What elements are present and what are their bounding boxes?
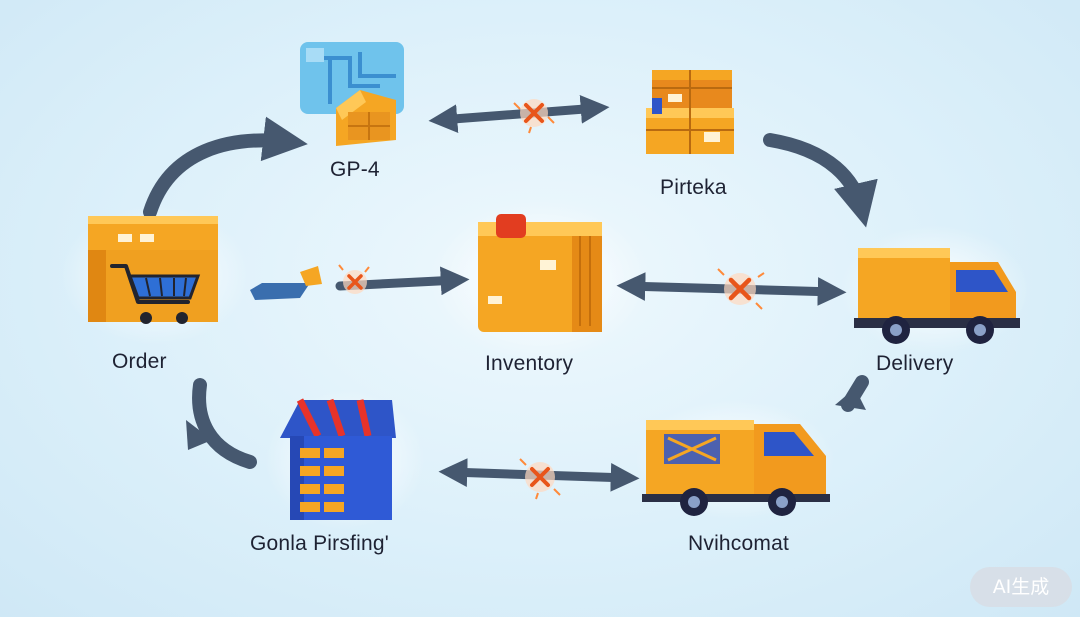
truck-icon	[854, 248, 1020, 344]
arrow-order-to-packing	[192, 378, 257, 469]
warehouse-building-icon	[280, 398, 396, 520]
arrow-parcel-to-delivery	[763, 133, 878, 228]
node-label-vehicle: Nvihcomat	[688, 532, 789, 555]
node-label-parcel: Pirteka	[660, 176, 727, 199]
stacked-boxes-icon	[646, 70, 734, 154]
delivery-van-icon	[642, 420, 830, 516]
ai-generated-badge: AI生成	[970, 567, 1072, 607]
map-box-icon	[300, 42, 404, 146]
arrow-gp4-parcel	[428, 94, 610, 134]
arrow-order-inventory	[250, 264, 470, 300]
cart-box-icon	[88, 216, 218, 324]
warehouse-box-icon	[478, 214, 602, 332]
arrow-packing-vehicle	[438, 458, 640, 500]
node-label-inventory: Inventory	[485, 352, 574, 375]
node-label-delivery: Delivery	[876, 352, 954, 375]
arrow-order-to-gp4	[143, 116, 308, 219]
node-label-gp4: GP-4	[330, 158, 380, 181]
node-label-order: Order	[112, 350, 167, 373]
arrow-inventory-delivery	[616, 268, 847, 310]
node-label-packing: Gonla Pirsfing'	[250, 532, 389, 555]
